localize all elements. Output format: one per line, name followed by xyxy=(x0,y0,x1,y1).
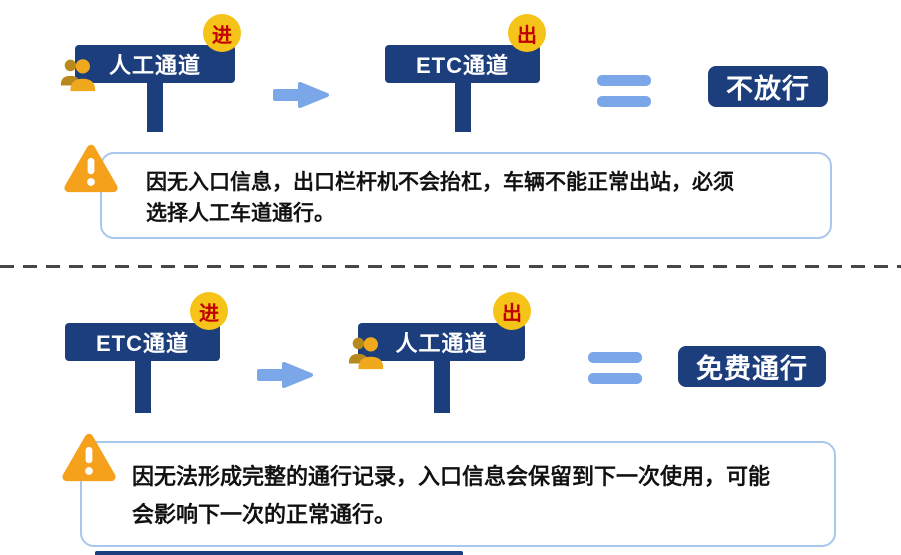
warning-icon xyxy=(60,430,118,490)
equals-bar xyxy=(588,352,642,363)
entry-sign: 进 ETC通道 xyxy=(65,292,228,418)
direction-badge: 出 xyxy=(508,14,546,52)
sign-label: ETC通道 xyxy=(415,53,509,78)
sign-label: 人工通道 xyxy=(395,331,488,356)
sign-board: 人工通道 xyxy=(358,323,525,361)
arrow-right-icon xyxy=(272,81,330,114)
note-line: 选择人工车道通行。 xyxy=(146,202,335,225)
arrow-right-icon xyxy=(256,361,314,394)
equals-icon xyxy=(588,352,642,385)
pedestrian-icon xyxy=(346,332,388,377)
sign-post xyxy=(147,82,163,132)
section-divider xyxy=(0,265,901,268)
result-badge: 免费通行 xyxy=(678,346,826,387)
sign-board: ETC通道 xyxy=(65,323,220,361)
sign-board: 人工通道 xyxy=(75,45,235,83)
pedestrian-icon xyxy=(58,54,100,99)
note-box: 因无入口信息，出口栏杆机不会抬杠，车辆不能正常出站，必须 选择人工车道通行。 xyxy=(100,152,832,239)
exit-sign: 出 ETC通道 xyxy=(385,14,546,134)
sign-post xyxy=(135,360,151,413)
sign-label: ETC通道 xyxy=(95,331,189,356)
exit-sign: 出 人工通道 xyxy=(348,292,531,418)
equals-bar xyxy=(597,96,651,107)
direction-badge: 进 xyxy=(203,14,241,52)
note-line: 会影响下一次的正常通行。 xyxy=(132,502,397,527)
direction-badge: 出 xyxy=(493,292,531,330)
cropped-bottom-element xyxy=(95,551,463,555)
result-badge: 不放行 xyxy=(708,66,828,107)
equals-icon xyxy=(597,75,651,108)
entry-sign: 进 人工通道 xyxy=(60,14,241,134)
note-line: 因无法形成完整的通行记录，入口信息会保留到下一次使用，可能 xyxy=(132,464,771,489)
note-box: 因无法形成完整的通行记录，入口信息会保留到下一次使用，可能 会影响下一次的正常通… xyxy=(80,441,836,547)
sign-post xyxy=(434,360,450,413)
equals-bar xyxy=(588,373,642,384)
sign-board: ETC通道 xyxy=(385,45,540,83)
note-line: 因无入口信息，出口栏杆机不会抬杠，车辆不能正常出站，必须 xyxy=(146,171,734,194)
sign-label: 人工通道 xyxy=(108,53,201,78)
warning-icon xyxy=(62,141,120,201)
direction-badge: 进 xyxy=(190,292,228,330)
sign-post xyxy=(455,82,471,132)
equals-bar xyxy=(597,75,651,86)
